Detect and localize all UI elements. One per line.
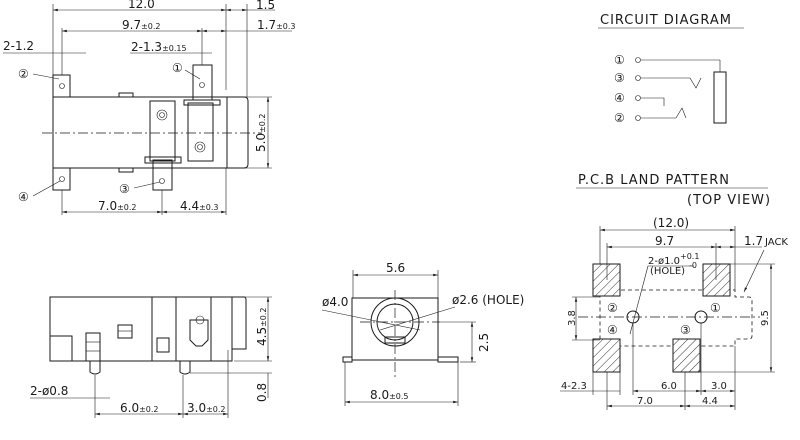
pin-3 xyxy=(152,159,173,191)
pin-label-4: ④ xyxy=(18,190,29,204)
dim-pin-width: 2-1.2 xyxy=(3,39,34,53)
pad-4 xyxy=(592,338,621,373)
pcb-dim-a: 6.0 xyxy=(661,381,677,392)
dim-front-width: 5.6 xyxy=(386,261,405,275)
dim-ext: 1.5 xyxy=(256,0,275,12)
pcb-dim-front: 1.7 xyxy=(744,234,763,248)
pcb-hole-tol-minus: -0 xyxy=(689,261,697,270)
pcb-dim-b: 3.0 xyxy=(711,381,727,392)
dim-hole-diameter: ø2.6 (HOLE) xyxy=(452,293,524,307)
dim-pin-diameter: 2-ø0.8 xyxy=(30,384,68,398)
pad-2 xyxy=(592,263,621,297)
pcb-hole-label: (HOLE) xyxy=(650,266,685,277)
dim-side-b: 3.0±0.2 xyxy=(187,401,226,415)
dim-height: 5.0±0.2 xyxy=(254,113,268,152)
pad-3 xyxy=(672,338,701,373)
front-view: ø4.0 ø2.6 (HOLE) 5.6 2.5 8.0±0.5 xyxy=(321,261,524,406)
jack-label: JACK xyxy=(764,237,788,248)
circuit-pin-4: ④ xyxy=(614,91,625,105)
side-view: 4.5±0.2 0.8 2-ø0.8 6.0±0.2 3.0±0.2 xyxy=(30,296,272,418)
pin-label-2: ② xyxy=(18,67,29,81)
pcb-title: P.C.B LAND PATTERN xyxy=(578,173,730,188)
circuit-pin-2: ② xyxy=(614,111,625,125)
pcb-dim-d: 4.4 xyxy=(702,396,718,407)
pcb-dim-c: 7.0 xyxy=(637,396,653,407)
pcb-land-pattern: P.C.B LAND PATTERN (TOP VIEW) ① ② ③ ④ (1… xyxy=(560,173,788,410)
pad-1 xyxy=(702,263,731,297)
pcb-pin-2: ② xyxy=(607,301,618,315)
pin-4 xyxy=(52,167,71,191)
dim-side-height: 4.5±0.2 xyxy=(255,307,269,346)
top-view: 12.0 1.5 9.7±0.2 1.7±0.3 2-1.2 2-1.3±0.1… xyxy=(3,0,296,215)
pcb-dim-overall: (12.0) xyxy=(653,216,689,230)
dim-base-width: 8.0±0.5 xyxy=(370,388,409,402)
pcb-dim-v2: 9.5 xyxy=(760,310,771,326)
pcb-pin-1: ① xyxy=(710,301,721,315)
circuit-pin-1: ① xyxy=(614,53,625,67)
dim-bottom-2: 4.4±0.3 xyxy=(180,199,219,213)
pin-label-3: ③ xyxy=(119,182,130,196)
circuit-title: CIRCUIT DIAGRAM xyxy=(600,13,732,28)
dim-front: 1.7±0.3 xyxy=(257,18,296,32)
dim-pitch: 9.7±0.2 xyxy=(122,18,161,32)
circuit-diagram: CIRCUIT DIAGRAM ① ③ ④ ② xyxy=(598,13,744,125)
dim-overall: 12.0 xyxy=(128,0,155,11)
circuit-pin-3: ③ xyxy=(614,71,625,85)
pcb-hole-dim: 2-ø1.0+0.1 xyxy=(648,252,699,267)
dim-bottom-1: 7.0±0.2 xyxy=(98,199,137,213)
pcb-subtitle: (TOP VIEW) xyxy=(687,193,771,208)
pcb-pin-4: ④ xyxy=(607,323,618,337)
pcb-dim-pad: 4-2.3 xyxy=(561,381,587,392)
dim-side-a: 6.0±0.2 xyxy=(120,401,159,415)
pin-label-1: ① xyxy=(172,61,183,75)
dim-outer-diameter: ø4.0 xyxy=(322,295,348,309)
pcb-dim-v1: 3.8 xyxy=(567,310,578,326)
dim-pin-length: 0.8 xyxy=(255,383,269,402)
pcb-dim-pitch: 9.7 xyxy=(655,234,674,248)
pcb-pin-3: ③ xyxy=(680,323,691,337)
pin-2 xyxy=(52,74,71,98)
dim-pin-width-2: 2-1.3±0.15 xyxy=(131,40,187,54)
dim-center-height: 2.5 xyxy=(477,333,491,352)
